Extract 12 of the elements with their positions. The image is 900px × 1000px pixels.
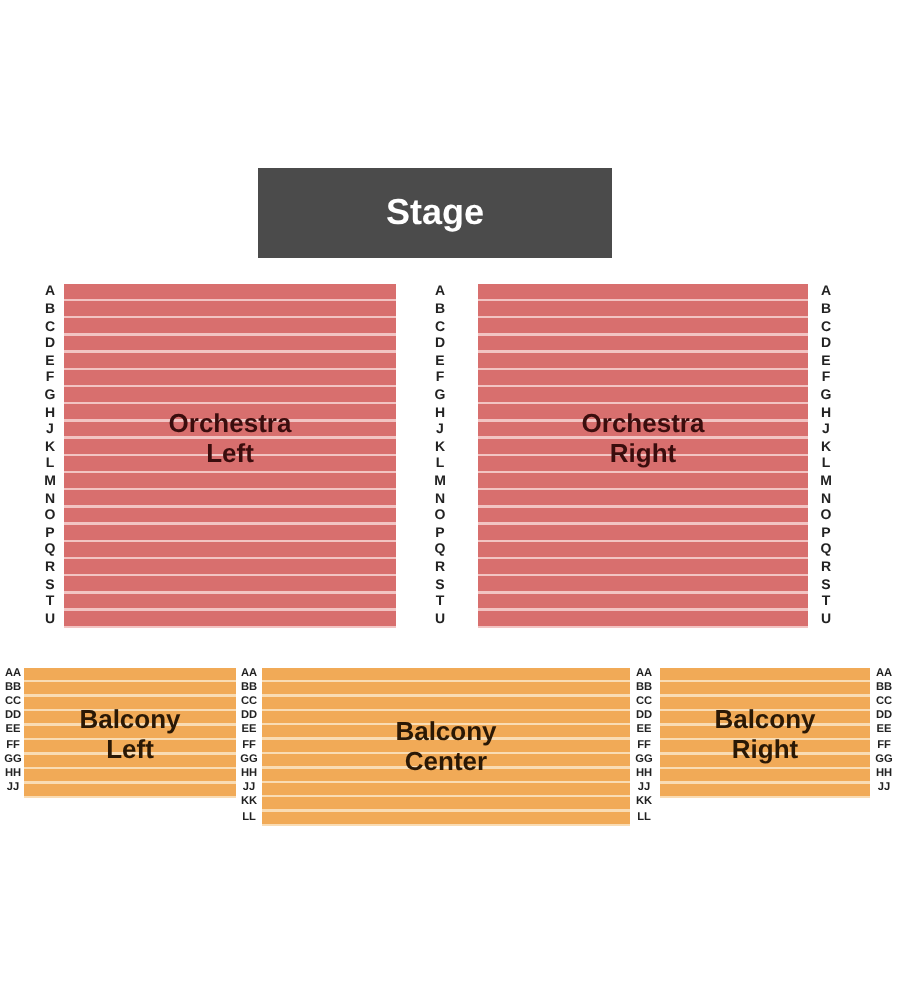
seating-section bbox=[660, 668, 870, 798]
stage-block bbox=[258, 168, 612, 258]
section-name: Balcony Center bbox=[395, 717, 497, 777]
stage-label: Stage bbox=[385, 192, 485, 234]
seating-section bbox=[262, 668, 630, 826]
seating-section bbox=[24, 668, 236, 798]
section-name: Balcony Left bbox=[79, 705, 181, 765]
section-name: Orchestra Left bbox=[168, 410, 292, 470]
seating-section bbox=[478, 284, 808, 628]
section-name: Orchestra Right bbox=[581, 410, 705, 470]
seating-section bbox=[64, 284, 396, 628]
section-name: Balcony Right bbox=[714, 705, 816, 765]
